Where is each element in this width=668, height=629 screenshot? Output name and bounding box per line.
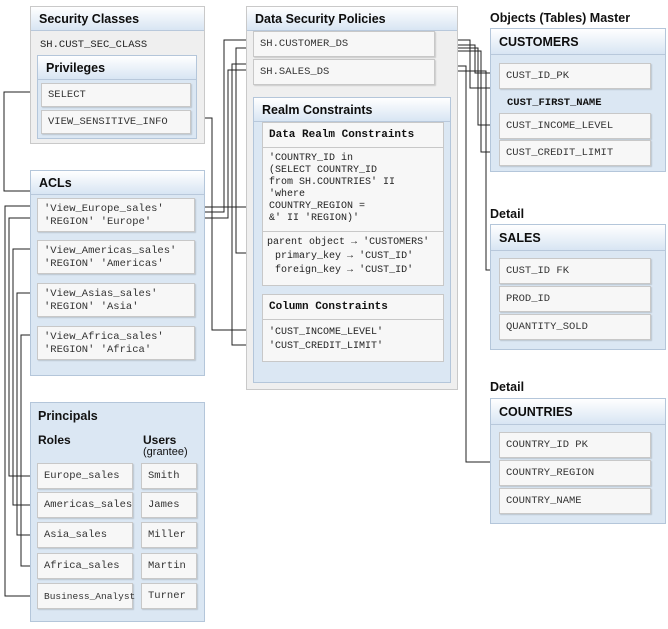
acl-region: 'REGION' 'Asia' — [44, 301, 139, 313]
acl-item-americas: 'View_Americas_sales' 'REGION' 'Americas… — [37, 240, 195, 274]
acl-name: 'View_Europe_sales' — [44, 203, 164, 215]
primary-key-row: primary_key → 'CUST_ID' — [275, 251, 413, 262]
acl-region: 'REGION' 'Africa' — [44, 344, 152, 356]
primary-key-value: 'CUST_ID' — [359, 251, 414, 262]
customers-table-panel: CUSTOMERS CUST_ID_PK CUST_FIRST_NAME CUS… — [490, 28, 666, 172]
predicate-line: (SELECT COUNTRY_ID — [269, 165, 378, 176]
countries-col-country-name: COUNTRY_NAME — [499, 488, 651, 514]
customers-col-cust-id-pk: CUST_ID_PK — [499, 63, 651, 89]
users-label: Users — [143, 433, 177, 447]
sales-title: SALES — [491, 225, 665, 251]
connector — [16, 292, 36, 536]
customers-col-cust-first-name: CUST_FIRST_NAME — [507, 97, 602, 109]
acl-item-europe: 'View_Europe_sales' 'REGION' 'Europe' — [37, 198, 195, 232]
connector — [194, 39, 252, 213]
customers-title: CUSTOMERS — [491, 29, 665, 55]
data-realm-constraints-title: Data Realm Constraints — [262, 122, 444, 148]
realm-constraints-title: Realm Constraints — [254, 98, 450, 122]
data-realm-constraints-box: Data Realm Constraints 'COUNTRY_ID in (S… — [262, 122, 444, 286]
role-asia-sales: Asia_sales — [37, 522, 133, 548]
policy-sales-ds: SH.SALES_DS — [253, 59, 435, 85]
acl-region: 'REGION' 'Americas' — [44, 258, 164, 270]
principals-panel: Principals Roles Users (grantee) Europe_… — [30, 402, 205, 622]
predicate-line: 'where — [269, 189, 306, 200]
countries-col-country-region: COUNTRY_REGION — [499, 460, 651, 486]
principals-title: Principals — [38, 409, 98, 423]
sales-col-quantity-sold: QUANTITY_SOLD — [499, 314, 651, 340]
column-constraint-credit: 'CUST_CREDIT_LIMIT' — [269, 341, 384, 352]
realm-constraints-panel: Realm Constraints Data Realm Constraints… — [253, 97, 451, 383]
acls-panel: ACLs 'View_Europe_sales' 'REGION' 'Europ… — [30, 170, 205, 376]
acl-name: 'View_Americas_sales' — [44, 245, 177, 257]
users-sublabel: (grantee) — [143, 446, 188, 458]
countries-table-panel: COUNTRIES COUNTRY_ID PK COUNTRY_REGION C… — [490, 398, 666, 524]
predicate-line: COUNTRY_REGION = — [269, 201, 366, 212]
privileges-panel: Privileges SELECT VIEW_SENSITIVE_INFO — [37, 55, 197, 139]
parent-object-value: 'CUSTOMERS' — [363, 237, 430, 248]
connector — [3, 91, 39, 192]
data-security-policies-panel: Data Security Policies SH.CUSTOMER_DS SH… — [246, 6, 458, 390]
predicate-line: from SH.COUNTRIES' II — [269, 177, 396, 188]
predicate-line: &' II 'REGION)' — [269, 213, 360, 224]
security-classes-title: Security Classes — [31, 7, 204, 31]
objects-master-label: Objects (Tables) Master — [490, 11, 631, 25]
predicate-line: 'COUNTRY_ID in — [269, 153, 354, 164]
security-classes-panel: Security Classes SH.CUST_SEC_CLASS Privi… — [30, 6, 205, 144]
user-martin: Martin — [141, 553, 197, 579]
role-europe-sales: Europe_sales — [37, 463, 133, 489]
policy-customer-ds: SH.CUSTOMER_DS — [253, 31, 435, 57]
data-realm-predicate: 'COUNTRY_ID in (SELECT COUNTRY_ID from S… — [269, 153, 395, 225]
sales-col-cust-id-fk: CUST_ID FK — [499, 258, 651, 284]
column-constraints-title: Column Constraints — [262, 294, 444, 320]
user-miller: Miller — [141, 522, 197, 548]
security-class-name: SH.CUST_SEC_CLASS — [40, 39, 148, 51]
user-james: James — [141, 492, 197, 518]
roles-label: Roles — [38, 433, 71, 447]
detail-label-sales: Detail — [490, 207, 525, 221]
role-business-analyst: Business_Analyst — [37, 583, 135, 609]
role-africa-sales: Africa_sales — [37, 553, 133, 579]
connector — [8, 217, 36, 477]
sales-col-prod-id: PROD_ID — [499, 286, 651, 312]
arrow-right-icon: → — [347, 251, 354, 262]
privilege-select: SELECT — [41, 83, 191, 107]
customers-col-cust-credit-limit: CUST_CREDIT_LIMIT — [499, 140, 651, 166]
connector — [12, 248, 36, 506]
acl-item-africa: 'View_Africa_sales' 'REGION' 'Africa' — [37, 326, 195, 360]
arrow-right-icon: → — [351, 237, 358, 248]
user-turner: Turner — [141, 583, 197, 609]
foreign-key-value: 'CUST_ID' — [359, 265, 414, 276]
column-constraints-box: Column Constraints 'CUST_INCOME_LEVEL' '… — [262, 294, 444, 362]
role-americas-sales: Americas_sales — [37, 492, 133, 518]
foreign-key-label: foreign_key — [275, 265, 342, 276]
primary-key-label: primary_key — [275, 251, 342, 262]
privileges-title: Privileges — [38, 56, 196, 80]
detail-label-countries: Detail — [490, 380, 525, 394]
arrow-right-icon: → — [347, 265, 354, 276]
acl-name: 'View_Africa_sales' — [44, 331, 164, 343]
parent-object-label: parent object — [267, 237, 346, 248]
policies-title: Data Security Policies — [247, 7, 457, 31]
foreign-key-row: foreign_key → 'CUST_ID' — [275, 265, 413, 276]
column-constraint-income: 'CUST_INCOME_LEVEL' — [269, 327, 384, 338]
sales-table-panel: SALES CUST_ID FK PROD_ID QUANTITY_SOLD — [490, 224, 666, 350]
acl-item-asia: 'View_Asias_sales' 'REGION' 'Asia' — [37, 283, 195, 317]
customers-col-cust-income-level: CUST_INCOME_LEVEL — [499, 113, 651, 139]
acl-region: 'REGION' 'Europe' — [44, 216, 152, 228]
acl-name: 'View_Asias_sales' — [44, 288, 158, 300]
countries-col-country-id-pk: COUNTRY_ID PK — [499, 432, 651, 458]
parent-object-row: parent object → 'CUSTOMERS' — [267, 237, 429, 248]
acls-title: ACLs — [31, 171, 204, 195]
user-smith: Smith — [141, 463, 197, 489]
divider — [263, 231, 443, 232]
connector — [194, 69, 252, 219]
connector — [4, 205, 36, 597]
countries-title: COUNTRIES — [491, 399, 665, 425]
connector — [20, 334, 36, 567]
privilege-view-sensitive-info: VIEW_SENSITIVE_INFO — [41, 110, 191, 134]
